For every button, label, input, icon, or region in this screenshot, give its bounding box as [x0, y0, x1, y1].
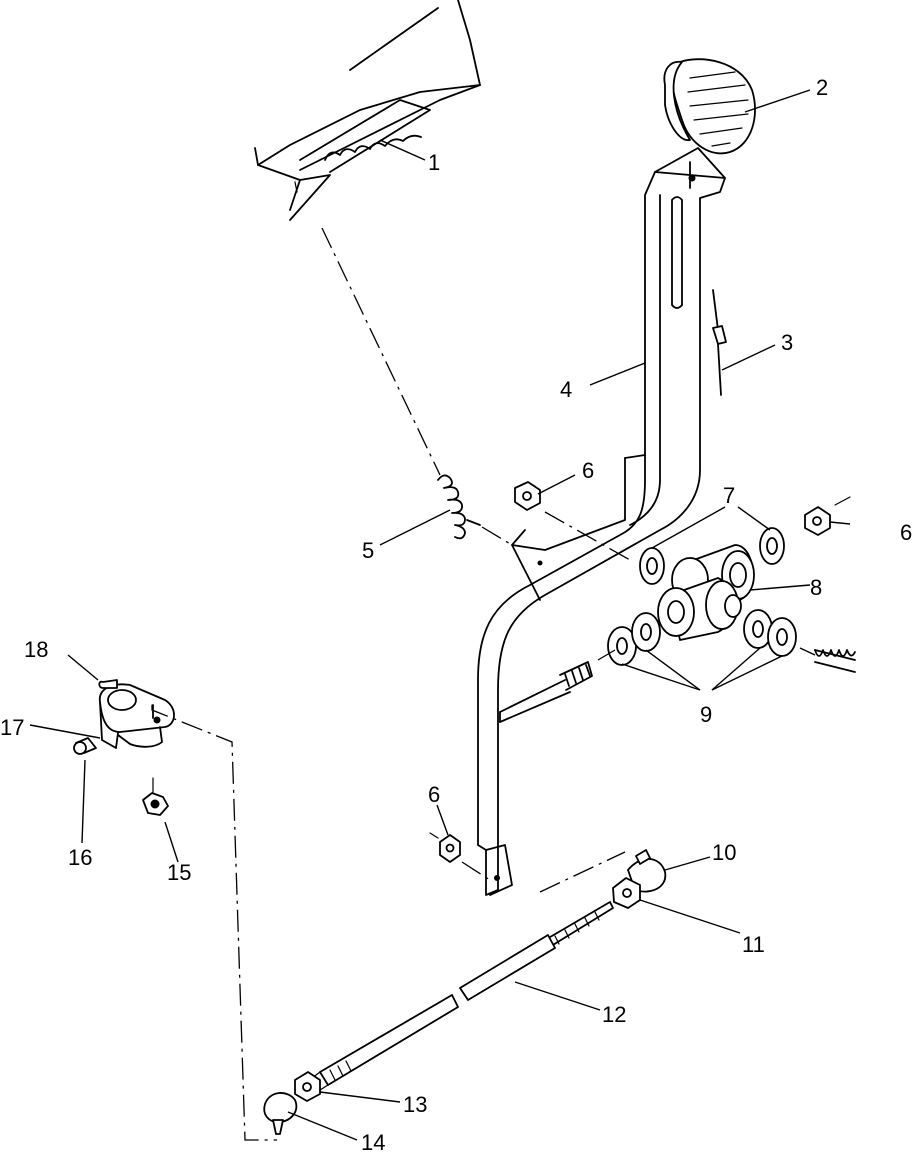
callout-labels: 1 2 3 4 5 6 6 6 7 8 9 10 11 12 13 14 15 … — [0, 75, 912, 1155]
callout-15: 15 — [167, 860, 191, 885]
washers-lower — [607, 609, 797, 666]
brake-pedal-arm — [477, 147, 726, 896]
cotter-pin — [712, 289, 727, 396]
callout-12: 12 — [602, 1002, 626, 1027]
jam-nut-lower — [294, 1071, 321, 1102]
spring-connector-line — [321, 227, 441, 476]
callout-7: 7 — [723, 483, 735, 508]
callout-11: 11 — [742, 932, 765, 957]
pivot-bushing — [657, 544, 755, 641]
callout-14: 14 — [361, 1130, 385, 1155]
idler-arm — [73, 679, 175, 816]
rod-end-upper — [539, 849, 667, 893]
callout-6-lower: 6 — [428, 782, 440, 807]
nut-lower — [429, 832, 491, 881]
washers-upper — [639, 527, 785, 585]
jam-nut-upper — [612, 877, 641, 909]
frame-bracket — [254, 0, 481, 221]
idler-connector-line — [151, 705, 277, 1141]
leader-lines — [29, 89, 851, 1141]
callout-16: 16 — [68, 845, 92, 870]
brake-pedal-pad — [663, 58, 756, 155]
callout-1: 1 — [428, 150, 440, 175]
callout-3: 3 — [781, 330, 793, 355]
callout-17: 17 — [0, 715, 24, 740]
callout-10: 10 — [712, 840, 736, 865]
return-spring — [437, 474, 513, 546]
callout-4: 4 — [560, 377, 572, 402]
callout-9: 9 — [700, 702, 712, 727]
callout-6-right: 6 — [900, 520, 912, 545]
nut-right — [804, 496, 851, 536]
callout-5: 5 — [362, 538, 374, 563]
pivot-bolt — [499, 647, 856, 723]
nut-upper-left — [514, 481, 631, 561]
callout-13: 13 — [403, 1092, 427, 1117]
rod-end-lower — [263, 1092, 298, 1135]
tie-rod — [311, 901, 614, 1091]
callout-8: 8 — [810, 575, 822, 600]
callout-18: 18 — [24, 637, 48, 662]
callout-2: 2 — [816, 75, 828, 100]
callout-6-upper: 6 — [582, 458, 594, 483]
